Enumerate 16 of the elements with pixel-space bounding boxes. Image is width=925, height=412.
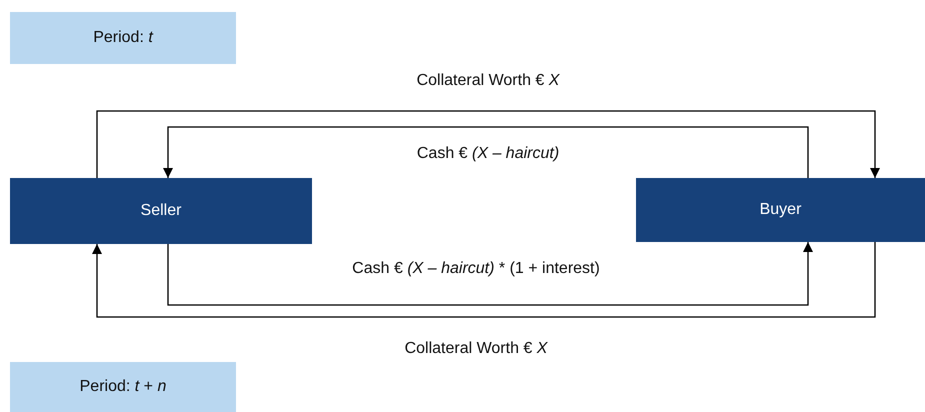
box-label: Period: t [93, 29, 153, 47]
party-box [10, 178, 312, 244]
box-label: Seller [140, 202, 182, 220]
edge-label: Cash € (X – haircut) [416, 145, 560, 163]
period-box [10, 12, 236, 64]
edge-label: Cash € (X – haircut)* (1 + interest) [352, 260, 600, 278]
arrow [96, 110, 880, 178]
period-box [10, 362, 236, 412]
edge-label: Collateral Worth € X [416, 72, 560, 90]
arrow [167, 242, 813, 306]
party-box [636, 178, 925, 242]
arrow [92, 242, 876, 318]
box-label: Buyer [760, 201, 802, 219]
box-label: Period: t + n [80, 378, 166, 396]
edge-label: Collateral Worth € X [404, 340, 548, 358]
arrow [163, 126, 809, 178]
